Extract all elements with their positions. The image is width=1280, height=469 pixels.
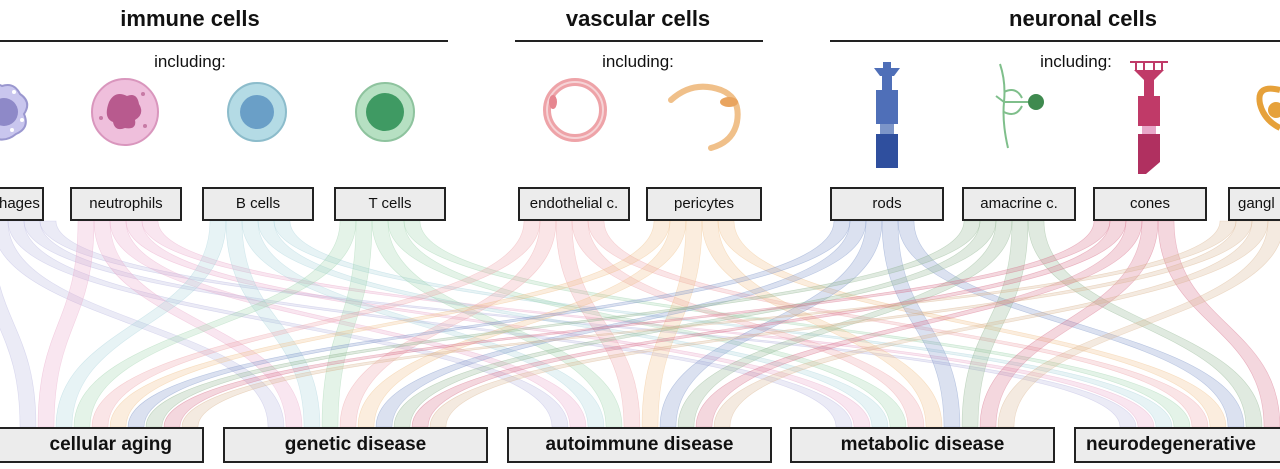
cell-label-amacrine: amacrine c. xyxy=(962,187,1076,221)
neutrophil-icon xyxy=(91,78,159,146)
cell-label-ganglion: gangl xyxy=(1228,187,1280,221)
cell-label-macrophages: hages xyxy=(0,187,44,221)
group-title-vascular: vascular cells xyxy=(565,6,711,31)
group-subtitle-neuronal: including: xyxy=(1040,52,1112,71)
disease-label-metabolic: metabolic disease xyxy=(790,427,1055,463)
cell-label-cones: cones xyxy=(1093,187,1207,221)
cell-label-endothelial: endothelial c. xyxy=(518,187,630,221)
cell-label-pericytes: pericytes xyxy=(646,187,762,221)
cone-cell-icon xyxy=(1130,61,1168,174)
disease-label-autoimmune: autoimmune disease xyxy=(507,427,772,463)
ganglion-cell-icon xyxy=(1256,85,1280,131)
disease-label-neurodegenerative: neurodegenerative xyxy=(1074,427,1280,463)
group-subtitle-vascular: including: xyxy=(602,52,674,71)
rod-cell-icon xyxy=(874,62,900,168)
t-cell-icon xyxy=(355,82,415,142)
disease-label-genetic: genetic disease xyxy=(223,427,488,463)
b-cell-icon xyxy=(227,82,287,142)
macrophage-icon xyxy=(0,84,29,141)
cell-label-neutrophils: neutrophils xyxy=(70,187,182,221)
group-title-immune: immune cells xyxy=(120,6,260,31)
pericyte-icon xyxy=(668,83,741,151)
cell-label-b-cells: B cells xyxy=(202,187,314,221)
cell-label-t-cells: T cells xyxy=(334,187,446,221)
group-rule-vascular xyxy=(515,40,763,42)
amacrine-cell-icon xyxy=(995,63,1044,149)
cell-label-rods: rods xyxy=(830,187,944,221)
flow-ribbon xyxy=(1157,220,1280,428)
group-subtitle-immune: including: xyxy=(154,52,226,71)
group-rule-immune xyxy=(0,40,448,42)
disease-label-cellular-aging: cellular aging xyxy=(0,427,204,463)
group-rule-neuronal xyxy=(830,40,1280,42)
endothelial-cell-icon xyxy=(543,78,607,142)
group-title-neuronal: neuronal cells xyxy=(1009,6,1157,31)
